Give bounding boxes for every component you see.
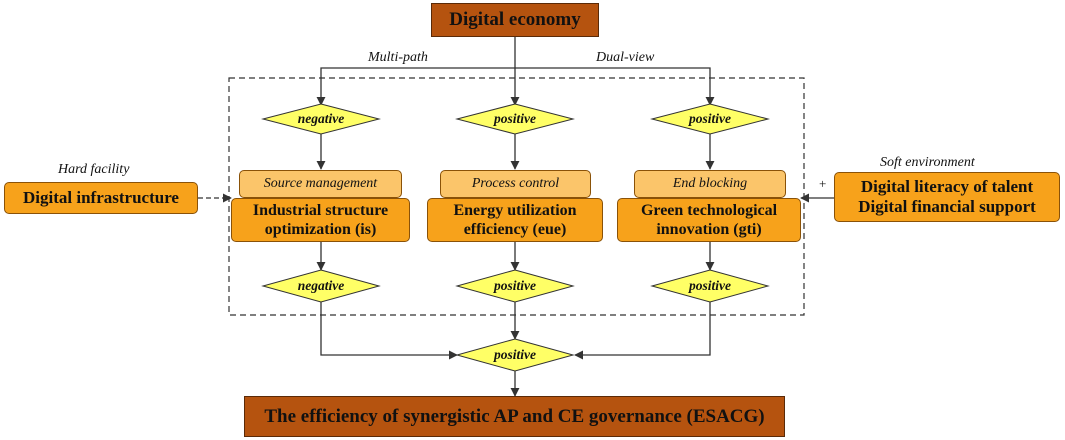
sign-col3-top: positive xyxy=(689,111,731,126)
industrial-structure-line2: optimization (is) xyxy=(264,221,377,238)
soft-environment-line1: Digital literacy of talent xyxy=(860,177,1034,196)
dual-view-label: Dual-view xyxy=(596,50,655,65)
energy-utilization-line1: Energy utilization xyxy=(453,202,577,219)
connector-merge-left xyxy=(320,302,458,360)
green-innovation-line1: Green technological xyxy=(640,202,778,219)
stage-process-control: Process control xyxy=(440,170,591,198)
soft-environment-node: Digital literacy of talent Digital finan… xyxy=(834,172,1060,222)
diamond-col3-top xyxy=(650,103,770,135)
hard-facility-label: Hard facility xyxy=(58,162,130,177)
diamond-col1-top xyxy=(261,103,381,135)
sign-col2-bottom: positive xyxy=(494,278,536,293)
stage-end-blocking: End blocking xyxy=(634,170,786,198)
green-innovation-line2: innovation (gti) xyxy=(656,221,762,238)
diamond-col3-bottom xyxy=(650,269,770,303)
connector-top-left xyxy=(316,67,515,106)
stage-source-management: Source management xyxy=(239,170,402,198)
soft-environment-label: Soft environment xyxy=(880,155,975,170)
sign-col1-bottom: negative xyxy=(297,278,345,293)
esacg-node: The efficiency of synergistic AP and CE … xyxy=(244,396,785,437)
plus-sign: + xyxy=(819,176,827,191)
digital-economy-node: Digital economy xyxy=(431,3,599,37)
connector-merge-right xyxy=(574,302,711,360)
industrial-structure-node: Industrial structure optimization (is) xyxy=(231,198,410,242)
sign-col2-top: positive xyxy=(494,111,536,126)
green-innovation-node: Green technological innovation (gti) xyxy=(617,198,801,242)
diamond-final xyxy=(455,338,575,372)
sign-col1-top: negative xyxy=(297,111,345,126)
diamond-col2-top xyxy=(455,103,575,135)
industrial-structure-line1: Industrial structure xyxy=(252,202,389,219)
digital-infrastructure-node: Digital infrastructure xyxy=(4,182,198,214)
energy-utilization-line2: efficiency (eue) xyxy=(463,221,567,238)
diamond-col1-bottom xyxy=(261,269,381,303)
soft-environment-line2: Digital financial support xyxy=(858,197,1036,216)
connector-top-right xyxy=(515,67,715,106)
sign-col3-bottom: positive xyxy=(689,278,731,293)
multi-path-label: Multi-path xyxy=(368,50,428,65)
diamond-col2-bottom xyxy=(455,269,575,303)
sign-final: positive xyxy=(494,347,536,362)
energy-utilization-node: Energy utilization efficiency (eue) xyxy=(427,198,603,242)
